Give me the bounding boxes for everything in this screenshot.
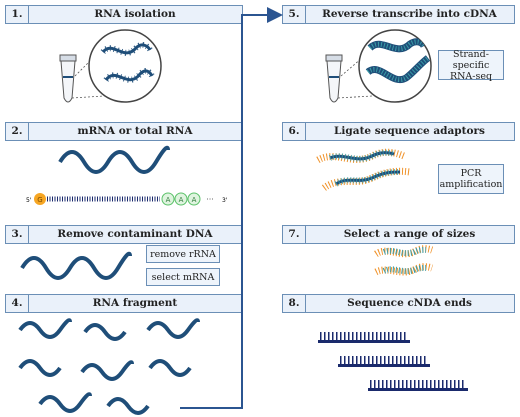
step-number: 7. <box>283 226 306 243</box>
magnifier-icon <box>358 29 432 103</box>
step-number: 5. <box>283 6 306 23</box>
step-number: 4. <box>6 295 29 312</box>
mrna-strand: 5' G A A A ··· 3' <box>26 192 228 206</box>
polya-label: A <box>166 196 171 204</box>
step-number: 8. <box>283 295 306 312</box>
step-number: 6. <box>283 123 306 140</box>
polya-label: A <box>192 196 197 204</box>
step-title: RNA isolation <box>94 8 176 20</box>
magnifier-icon <box>88 29 162 103</box>
adaptor-ligated-cdna <box>316 148 411 191</box>
step-5-header: 5. Reverse transcribe into cDNA <box>282 5 515 24</box>
step-3-header: 3. Remove contaminant DNA <box>5 225 243 244</box>
size-selected-fragments <box>374 245 434 276</box>
microtube-icon <box>59 54 77 103</box>
remove-rrna-tag: remove rRNA <box>146 245 220 263</box>
polya-label: A <box>179 196 184 204</box>
strand-specific-tag: Strand-specific RNA-seq <box>438 49 504 82</box>
step-2-header: 2. mRNA or total RNA <box>5 122 243 141</box>
mrna-wave <box>58 145 170 174</box>
rna-fragments <box>18 318 200 415</box>
rna-wave <box>20 251 132 280</box>
pcr-amplification-tag: PCR amplification <box>438 164 504 194</box>
step-4-header: 4. RNA fragment <box>5 294 243 313</box>
sequence-reads <box>318 332 468 391</box>
step-title: Select a range of sizes <box>343 228 476 240</box>
step-title: Ligate sequence adaptors <box>334 125 485 137</box>
step-6-header: 6. Ligate sequence adaptors <box>282 122 515 141</box>
step-1-header: 1. RNA isolation <box>5 5 243 24</box>
flow-arrow <box>180 7 283 409</box>
step-title: Sequence cNDA ends <box>347 297 472 309</box>
five-prime-label: 5' <box>26 197 32 204</box>
step-number: 2. <box>6 123 29 140</box>
step-8-header: 8. Sequence cNDA ends <box>282 294 515 313</box>
ellipsis-label: ··· <box>206 195 214 204</box>
step-7-header: 7. Select a range of sizes <box>282 225 515 244</box>
step-title: RNA fragment <box>92 297 178 309</box>
step-title: Remove contaminant DNA <box>57 228 213 240</box>
step-number: 1. <box>6 6 29 23</box>
three-prime-label: 3' <box>222 197 228 204</box>
microtube-icon <box>325 54 343 103</box>
step-title: Reverse transcribe into cDNA <box>322 8 497 20</box>
step-number: 3. <box>6 226 29 243</box>
step-title: mRNA or total RNA <box>77 125 193 137</box>
cap-label: G <box>37 196 42 204</box>
select-mrna-tag: select mRNA <box>146 268 220 286</box>
